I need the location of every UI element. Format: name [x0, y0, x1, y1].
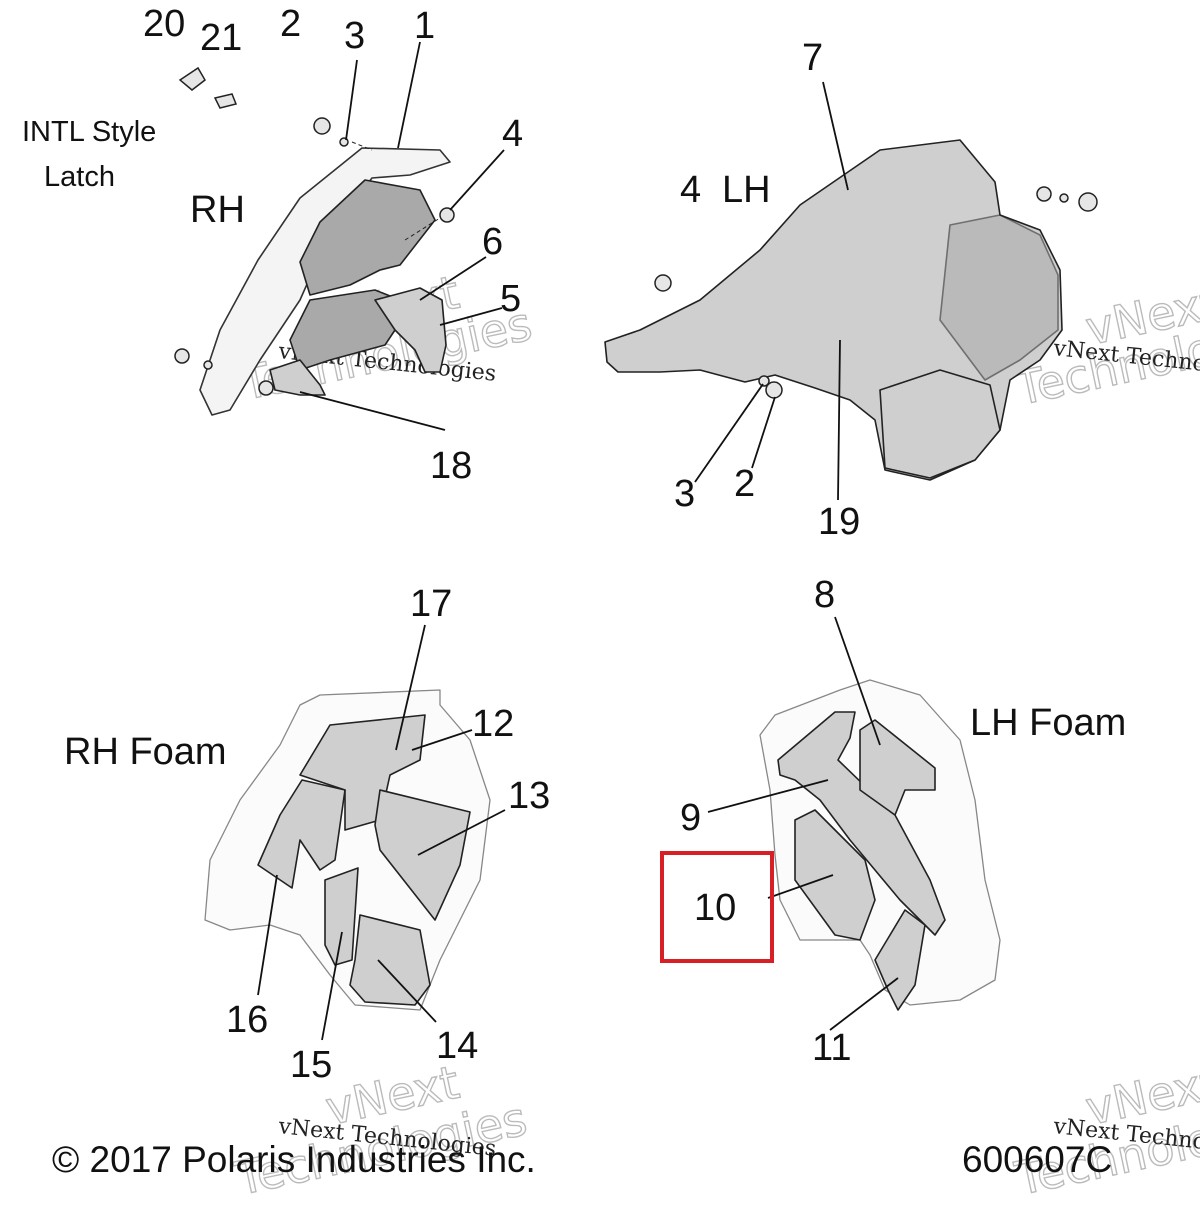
intl-style-label: INTL Style — [22, 116, 156, 148]
rh-fender-liner — [299, 179, 436, 296]
nut-4-icon — [654, 274, 672, 292]
callout-2: 2 — [280, 3, 301, 45]
rh-fender-liner-lower — [289, 289, 401, 371]
latch-label: Latch — [44, 161, 115, 193]
lh-fender-inner — [939, 214, 1059, 381]
foam-10 — [794, 809, 876, 941]
nut-4-icon — [439, 207, 455, 223]
rh-leaders — [299, 41, 505, 431]
copyright-text: © 2017 Polaris Industries Inc. — [52, 1139, 536, 1180]
callout-7: 7 — [802, 37, 823, 79]
rh-fender-shell — [199, 147, 451, 416]
callout-19: 19 — [818, 501, 860, 543]
lh-fender-assembly — [604, 139, 1098, 481]
foam-14 — [349, 914, 431, 1006]
callout-15: 15 — [290, 1044, 332, 1086]
lh-foam-assembly — [759, 679, 1001, 1011]
foam-16 — [257, 779, 346, 889]
callout-16: 16 — [226, 999, 268, 1041]
callout-20: 20 — [143, 3, 185, 45]
fastener-2-icon — [765, 381, 783, 399]
figure-id: 600607C — [962, 1139, 1112, 1180]
callout-17: 17 — [410, 583, 452, 625]
washer-3-icon — [758, 375, 770, 387]
foam-15 — [324, 867, 359, 966]
callout-4-lh: 4 — [680, 169, 701, 211]
callout-1: 1 — [414, 5, 435, 47]
callout-9: 9 — [680, 797, 701, 839]
rh-foam-label: RH Foam — [64, 731, 227, 773]
callout-8: 8 — [814, 574, 835, 616]
washer-icon — [1059, 193, 1069, 203]
callout-14: 14 — [436, 1025, 478, 1067]
callout-13: 13 — [508, 775, 550, 817]
guide-line — [351, 141, 373, 151]
foam-13 — [374, 789, 471, 921]
rh-lower-panel — [269, 359, 326, 396]
highlight-box-callout-10 — [660, 851, 774, 963]
watermark-group: Technologies vNext vNext Technologies Te… — [229, 264, 1200, 1205]
callout-6: 6 — [482, 221, 503, 263]
lh-label: LH — [722, 169, 771, 211]
callout-4: 4 — [502, 113, 523, 155]
rh-fender-assembly — [174, 66, 455, 416]
rh-foam-assembly — [204, 689, 491, 1011]
callout-3: 3 — [344, 15, 365, 57]
callout-10: 10 — [694, 887, 736, 929]
latch-20-icon — [178, 66, 206, 91]
nut-icon — [1036, 186, 1052, 202]
washer-icon — [203, 360, 213, 370]
rh-foam-leaders — [257, 624, 506, 1041]
callout-12: 12 — [472, 703, 514, 745]
rh-label: RH — [190, 189, 245, 231]
lh-foam-leaders — [707, 616, 899, 1031]
latch-21-icon — [213, 93, 238, 109]
callout-3-lh: 3 — [674, 473, 695, 515]
fastener-icon — [1078, 192, 1098, 212]
callout-5: 5 — [500, 278, 521, 320]
lh-leaders — [694, 81, 849, 501]
lh-fender-wheelwell — [879, 369, 1001, 479]
callout-11: 11 — [812, 1027, 851, 1069]
callout-21: 21 — [200, 17, 242, 59]
callout-18: 18 — [430, 445, 472, 487]
rh-mudflap — [374, 287, 447, 373]
lh-foam-label: LH Foam — [970, 702, 1126, 744]
fastener-2-icon — [313, 117, 331, 135]
fastener-icon — [174, 348, 190, 364]
nut-icon — [258, 380, 274, 396]
callout-2-lh: 2 — [734, 463, 755, 505]
